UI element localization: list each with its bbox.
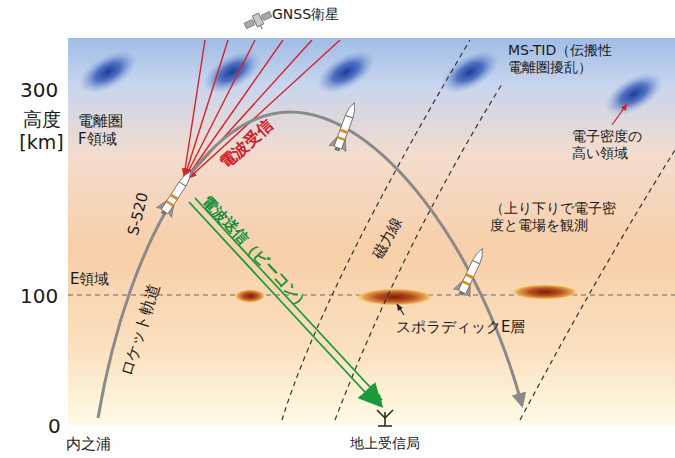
- gnss-satellite: [243, 9, 275, 35]
- beacon-transmission: [189, 198, 383, 408]
- layer-label: スポラディックE層: [396, 318, 525, 336]
- leader-line: [397, 304, 404, 315]
- region-label: E領域: [70, 270, 109, 288]
- satellite-label: GNSS衛星: [272, 6, 339, 23]
- place-label: 内之浦: [66, 435, 111, 453]
- ground-antenna: [377, 410, 393, 426]
- atmosphere-background: [68, 38, 675, 425]
- station-label: 地上受信局: [350, 435, 420, 452]
- disturbance-label: MS-TID（伝搬性 電離圏擾乱）: [508, 42, 619, 76]
- region-label: 電離圏 F領域: [78, 112, 129, 148]
- density-label: 電子密度の 高い領域: [572, 128, 648, 162]
- observation-note: （上り下りで電子密 度と電場を観測: [490, 200, 622, 234]
- magnetic-field-lines: [282, 40, 675, 420]
- axis-value: 300: [20, 78, 58, 102]
- leader-line: [612, 104, 627, 125]
- axis-title: 高度 [km]: [16, 108, 67, 154]
- axis-value: 0: [48, 414, 61, 438]
- rocket-trajectory: [98, 112, 522, 418]
- gnss-signal-rays: [184, 40, 340, 178]
- axis-value: 100: [20, 284, 58, 308]
- high-density-regions: [72, 42, 669, 124]
